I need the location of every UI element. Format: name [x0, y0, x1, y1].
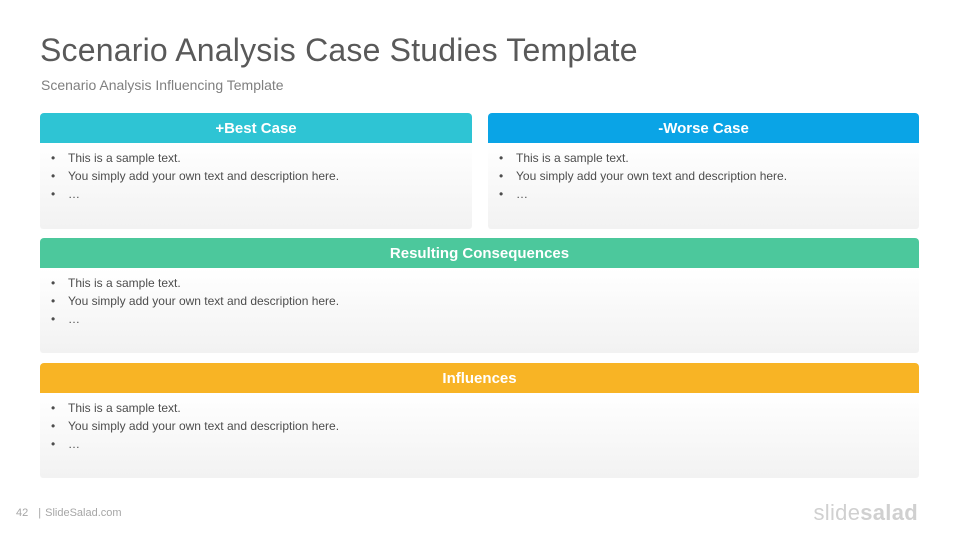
- worse-case-panel: -Worse Case •This is a sample text. •You…: [488, 113, 919, 229]
- list-item: •…: [51, 437, 80, 451]
- bullet-icon: •: [51, 187, 56, 201]
- resulting-consequences-list: •This is a sample text. •You simply add …: [51, 274, 919, 328]
- worse-case-header: -Worse Case: [488, 113, 919, 143]
- slide-title: Scenario Analysis Case Studies Template: [40, 32, 638, 68]
- best-case-list: •This is a sample text. •You simply add …: [51, 149, 472, 203]
- bullet-icon: •: [51, 401, 56, 415]
- bullet-icon: •: [51, 294, 56, 308]
- slide-subtitle: Scenario Analysis Influencing Template: [41, 77, 284, 93]
- worse-case-list: •This is a sample text. •You simply add …: [499, 149, 919, 203]
- best-case-body: •This is a sample text. •You simply add …: [40, 143, 472, 229]
- worse-case-body: •This is a sample text. •You simply add …: [488, 143, 919, 229]
- slidesalad-logo: slidesalad: [813, 500, 918, 525]
- bullet-icon: •: [51, 419, 56, 433]
- list-item: •This is a sample text.: [51, 276, 181, 290]
- list-item: •You simply add your own text and descri…: [51, 169, 340, 183]
- resulting-consequences-header: Resulting Consequences: [40, 238, 919, 268]
- influences-header: Influences: [40, 363, 919, 393]
- bullet-icon: •: [499, 169, 504, 183]
- list-item: •You simply add your own text and descri…: [51, 294, 340, 308]
- best-case-panel: +Best Case •This is a sample text. •You …: [40, 113, 472, 229]
- list-item: •…: [51, 312, 80, 326]
- bullet-icon: •: [51, 151, 56, 165]
- influences-body: •This is a sample text. •You simply add …: [40, 393, 919, 478]
- page-number: 42: [16, 507, 29, 519]
- bullet-icon: •: [51, 276, 56, 290]
- bullet-icon: •: [51, 169, 56, 183]
- list-item: •This is a sample text.: [499, 151, 629, 165]
- footer-site: SlideSalad.com: [45, 507, 122, 519]
- influences-list: •This is a sample text. •You simply add …: [51, 399, 919, 453]
- list-item: •This is a sample text.: [51, 151, 181, 165]
- resulting-consequences-panel: Resulting Consequences •This is a sample…: [40, 238, 919, 353]
- bullet-icon: •: [51, 312, 56, 326]
- list-item: •You simply add your own text and descri…: [499, 169, 788, 183]
- list-item: •This is a sample text.: [51, 401, 181, 415]
- bullet-icon: •: [51, 437, 56, 451]
- list-item: •…: [51, 187, 80, 201]
- bullet-icon: •: [499, 151, 504, 165]
- slide-footer: 42 |SlideSalad.com: [16, 507, 122, 519]
- best-case-header: +Best Case: [40, 113, 472, 143]
- influences-panel: Influences •This is a sample text. •You …: [40, 363, 919, 478]
- bullet-icon: •: [499, 187, 504, 201]
- list-item: •…: [499, 187, 528, 201]
- resulting-consequences-body: •This is a sample text. •You simply add …: [40, 268, 919, 353]
- list-item: •You simply add your own text and descri…: [51, 419, 340, 433]
- footer-separator: |: [38, 507, 42, 519]
